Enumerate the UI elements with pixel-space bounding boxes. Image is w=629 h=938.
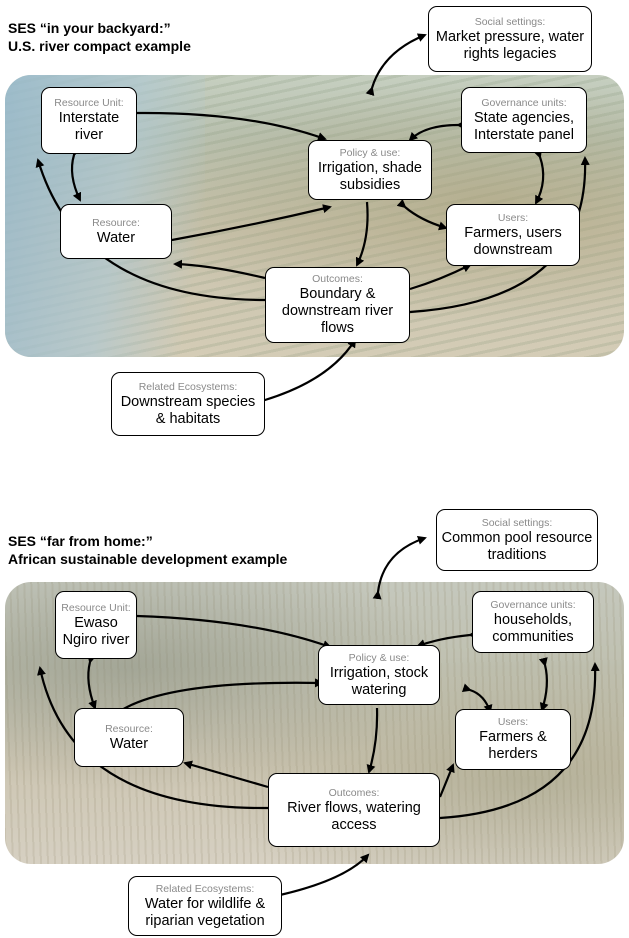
related-ecosystems-value: Downstream species & habitats [120, 393, 256, 427]
outcomes-value: Boundary & downstream river flows [281, 286, 394, 336]
policy-use-value: Irrigation, stock watering [329, 664, 429, 698]
resource-unit-label: Resource Unit: [54, 97, 124, 109]
related-ecosystems-label: Related Ecosystems: [138, 380, 238, 393]
social-settings-label: Social settings: [474, 15, 546, 28]
diagram2-title: SES “far from home:” African sustainable… [8, 532, 287, 568]
diagram1-arrows [35, 33, 590, 407]
resource-label: Resource: [105, 722, 153, 735]
social-settings-label: Social settings: [481, 516, 553, 529]
diagram1-title-line2: U.S. river compact example [8, 38, 191, 54]
diagram2-social-settings-box: Social settings: Common pool resource tr… [436, 509, 598, 571]
relationship-arrow [35, 158, 266, 302]
diagram2-policy-use-box: Policy & use: Irrigation, stock watering [318, 645, 440, 705]
diagram2-title-line1: SES “far from home:” [8, 533, 153, 549]
users-value: Farmers & herders [479, 729, 547, 762]
diagram1-outcomes-box: Outcomes: Boundary & downstream river fl… [265, 267, 410, 343]
diagram1-governance-units-box: Governance units: State agencies, Inters… [461, 87, 587, 153]
diagram1-social-settings-box: Social settings: Market pressure, water … [428, 6, 592, 72]
users-value: Farmers, users downstream [464, 224, 562, 258]
users-label: Users: [497, 716, 529, 728]
diagram2-users-box: Users: Farmers & herders [455, 709, 571, 770]
relationship-arrow [408, 120, 466, 142]
governance-units-value: households, communities [492, 611, 574, 645]
policy-use-label: Policy & use: [339, 146, 401, 159]
diagram1-resource-unit-box: Resource Unit: Interstate river [41, 87, 137, 154]
relationship-arrow [129, 108, 327, 141]
outcomes-label: Outcomes: [312, 273, 363, 285]
resource-unit-label: Resource Unit: [61, 601, 131, 614]
diagram2-resource-box: Resource: Water [74, 708, 184, 767]
relationship-arrow [533, 148, 545, 205]
resource-value: Water [109, 735, 149, 752]
relationship-arrow [396, 199, 448, 231]
social-settings-value: Common pool resource traditions [441, 529, 593, 563]
outcomes-value: River flows, watering access [287, 799, 421, 833]
outcomes-label: Outcomes: [328, 786, 380, 799]
relationship-arrow [111, 678, 324, 719]
resource-unit-value: Interstate river [58, 110, 120, 143]
relationship-arrow [272, 853, 370, 901]
diagram1-title: SES “in your backyard:” U.S. river compa… [8, 19, 191, 55]
relationship-arrow [365, 33, 427, 97]
governance-units-value: State agencies, Interstate panel [474, 109, 574, 143]
relationship-arrow [409, 156, 590, 314]
related-ecosystems-value: Water for wildlife & riparian vegetation [144, 895, 266, 929]
resource-unit-value: Ewaso Ngiro river [62, 614, 130, 648]
relationship-arrow [538, 657, 549, 712]
relationship-arrow [372, 535, 427, 600]
resource-value: Water [96, 229, 136, 246]
policy-use-label: Policy & use: [348, 651, 410, 664]
relationship-arrow [439, 662, 600, 820]
diagram1-related-ecosystems-box: Related Ecosystems: Downstream species &… [111, 372, 265, 436]
diagram1-policy-use-box: Policy & use: Irrigation, shade subsidie… [308, 140, 432, 200]
diagram2-arrows [37, 535, 600, 901]
diagram2-resource-unit-box: Resource Unit: Ewaso Ngiro river [55, 591, 137, 659]
relationship-arrow [129, 611, 332, 649]
relationship-arrow [409, 264, 472, 291]
relationship-arrow [366, 707, 379, 774]
relationship-arrow [37, 666, 269, 810]
relationship-arrow [183, 760, 269, 789]
resource-label: Resource: [92, 216, 140, 229]
users-label: Users: [497, 211, 529, 224]
relationship-arrow [164, 204, 332, 246]
relationship-arrow [256, 338, 357, 407]
diagram2-outcomes-box: Outcomes: River flows, watering access [268, 773, 440, 847]
diagram2-related-ecosystems-box: Related Ecosystems: Water for wildlife &… [128, 876, 282, 936]
social-settings-value: Market pressure, water rights legacies [435, 28, 585, 62]
relationship-arrow [416, 629, 478, 648]
diagram1-resource-box: Resource: Water [60, 204, 172, 259]
diagram2-title-line2: African sustainable development example [8, 551, 288, 567]
relationship-arrow [355, 201, 369, 267]
relationship-arrow [173, 259, 266, 280]
relationship-arrow [438, 763, 455, 798]
relationship-arrow [70, 147, 82, 202]
governance-units-label: Governance units: [490, 598, 576, 611]
diagram2-governance-units-box: Governance units: households, communitie… [472, 591, 594, 653]
policy-use-value: Irrigation, shade subsidies [318, 159, 422, 193]
relationship-arrow [87, 654, 97, 710]
related-ecosystems-label: Related Ecosystems: [155, 882, 255, 895]
diagram1-title-line1: SES “in your backyard:” [8, 20, 171, 36]
governance-units-label: Governance units: [481, 96, 567, 109]
diagram1-users-box: Users: Farmers, users downstream [446, 204, 580, 266]
